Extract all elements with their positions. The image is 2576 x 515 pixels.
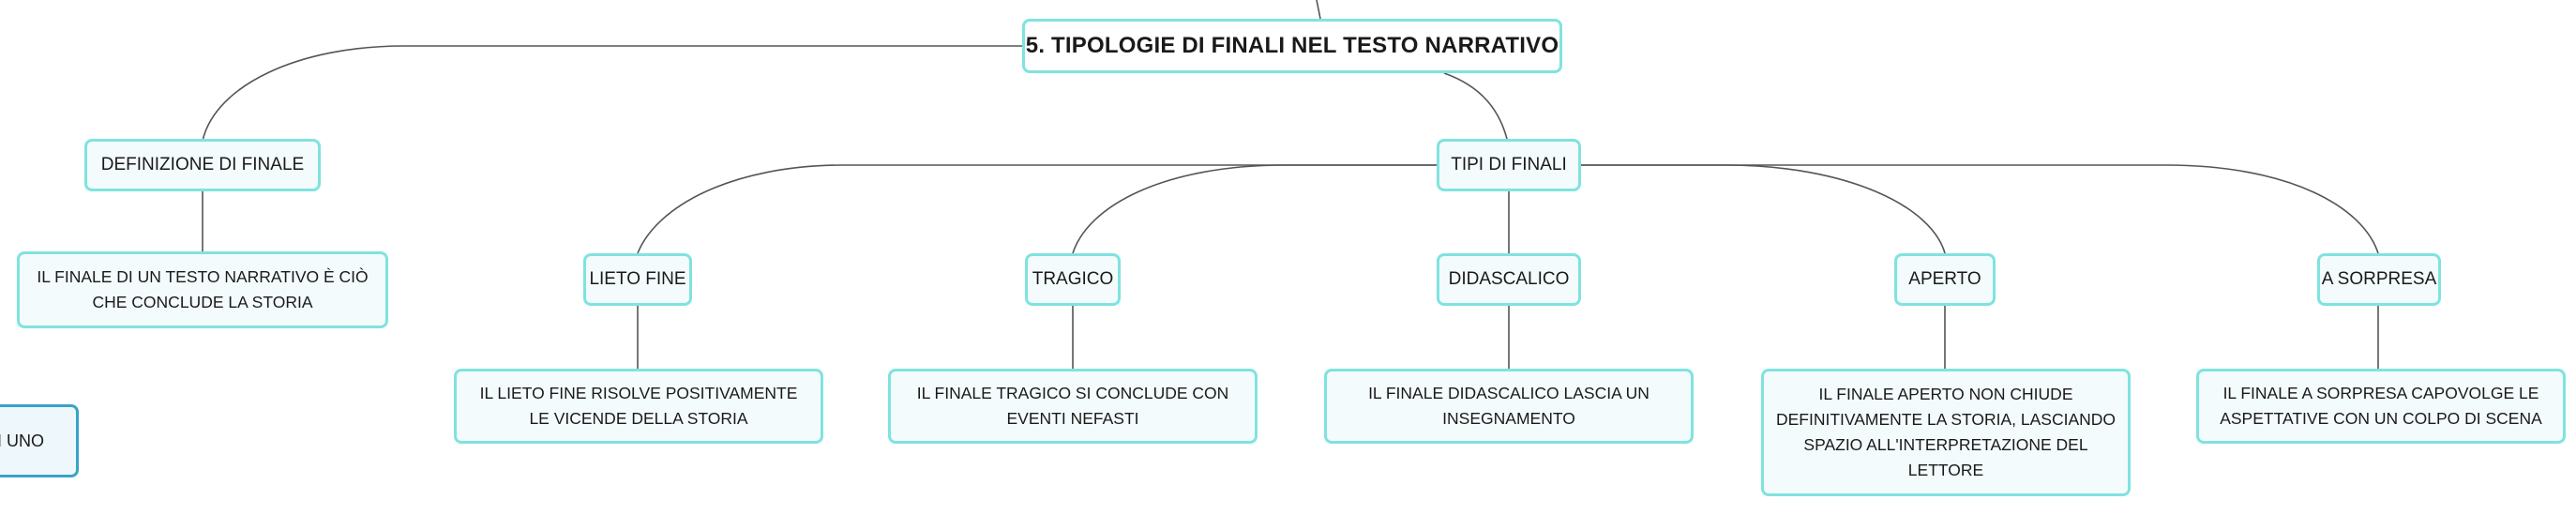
root-node[interactable]: 5. TIPOLOGIE DI FINALI NEL TESTO NARRATI… [1022,19,1562,73]
type-node-aperto[interactable]: APERTO [1894,253,1996,306]
type-label: A SORPRESA [2321,269,2437,289]
edge-top-incoming [1316,0,1321,20]
type-text: IL FINALE A SORPRESA CAPOVOLGE LE ASPETT… [2220,384,2542,428]
type-text: IL FINALE APERTO NON CHIUDE DEFINITIVAME… [1775,385,2117,479]
offscreen-node[interactable]: I UNO [0,404,79,477]
type-label: LIETO FINE [589,269,686,289]
type-text: IL FINALE TRAGICO SI CONCLUDE CON EVENTI… [916,384,1229,428]
edge-types-aperto [1581,164,1946,254]
type-node-tragico[interactable]: TRAGICO [1025,253,1121,306]
types-node[interactable]: TIPI DI FINALI [1437,139,1581,191]
types-node-label: TIPI DI FINALI [1451,155,1567,174]
definition-text: IL FINALE DI UN TESTO NARRATIVO È CIÒ CH… [37,267,369,311]
type-label: APERTO [1908,269,1981,289]
type-text-a-sorpresa[interactable]: IL FINALE A SORPRESA CAPOVOLGE LE ASPETT… [2196,369,2566,444]
type-node-a-sorpresa[interactable]: A SORPRESA [2317,253,2441,306]
offscreen-node-label: I UNO [0,431,44,450]
type-text: IL LIETO FINE RISOLVE POSITIVAMENTE LE V… [479,384,798,428]
type-node-lieto-fine[interactable]: LIETO FINE [583,253,692,306]
definition-node-label: DEFINIZIONE DI FINALE [100,155,305,174]
type-text-tragico[interactable]: IL FINALE TRAGICO SI CONCLUDE CON EVENTI… [888,369,1258,444]
definition-text-node[interactable]: IL FINALE DI UN TESTO NARRATIVO È CIÒ CH… [17,251,388,328]
type-text-aperto[interactable]: IL FINALE APERTO NON CHIUDE DEFINITIVAME… [1761,369,2131,496]
type-label: TRAGICO [1032,269,1114,289]
type-node-didascalico[interactable]: DIDASCALICO [1437,253,1581,306]
edge-types-tragico [1072,164,1437,254]
type-text: IL FINALE DIDASCALICO LASCIA UN INSEGNAM… [1368,384,1650,428]
definition-node[interactable]: DEFINIZIONE DI FINALE [84,139,321,191]
edge-root-definition [202,45,1022,142]
type-text-didascalico[interactable]: IL FINALE DIDASCALICO LASCIA UN INSEGNAM… [1324,369,1694,444]
edge-types-sorpresa [1581,164,2379,254]
type-label: DIDASCALICO [1448,269,1570,289]
root-node-label: 5. TIPOLOGIE DI FINALI NEL TESTO NARRATI… [1025,33,1559,58]
edge-types-lieto [637,164,1437,254]
edge-root-types [1443,72,1509,144]
type-text-lieto-fine[interactable]: IL LIETO FINE RISOLVE POSITIVAMENTE LE V… [454,369,823,444]
